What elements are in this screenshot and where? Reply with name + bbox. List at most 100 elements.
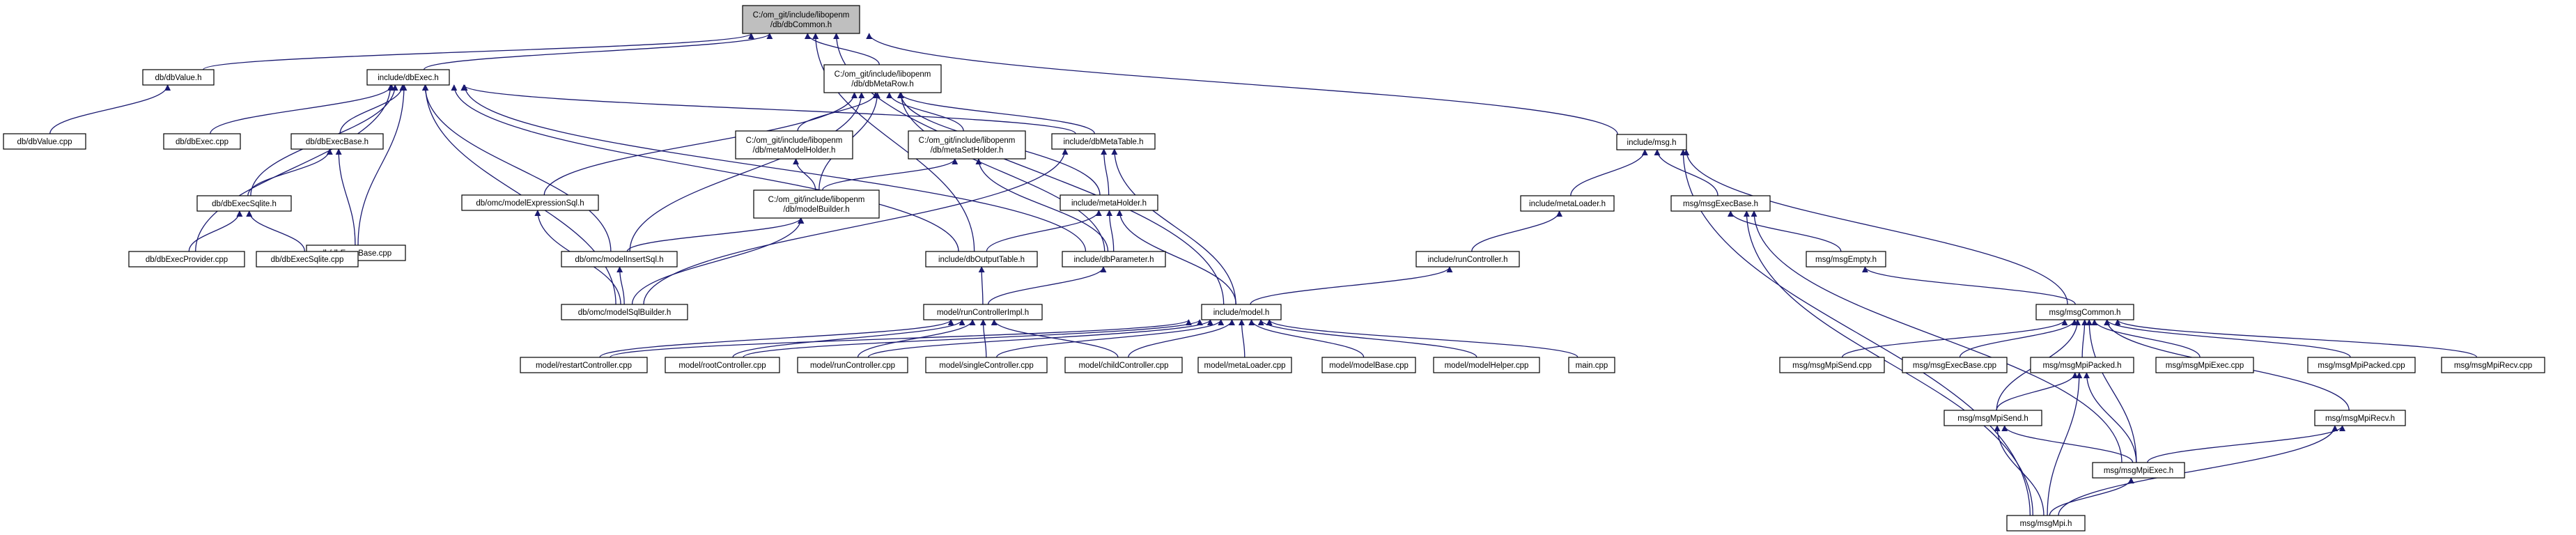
- edge-line: [626, 217, 804, 252]
- node-label: C:/om_git/include/libopenm: [768, 196, 865, 204]
- node-metaSetHolder[interactable]: C:/om_git/include/libopenm/db/metaSetHol…: [908, 130, 1026, 160]
- node-label: model/modelHelper.cpp: [1445, 362, 1529, 370]
- node-childCtrl[interactable]: model/childController.cpp: [1064, 357, 1183, 373]
- node-runControllerH[interactable]: include/runController.h: [1415, 251, 1520, 268]
- node-insertSql[interactable]: db/omc/modelInsertSql.h: [561, 251, 678, 268]
- node-metaHolder[interactable]: include/metaHolder.h: [1060, 194, 1158, 211]
- edge-dbMetaRow-to-dbMetaTable: [897, 92, 1095, 134]
- node-label: include/metaLoader.h: [1529, 200, 1606, 208]
- node-modelBaseCpp[interactable]: model/modelBase.cpp: [1321, 357, 1416, 373]
- node-modelHelperCpp[interactable]: model/modelHelper.cpp: [1433, 357, 1540, 373]
- edge-msgExecBaseH-to-msgMpiExecH: [1751, 210, 2123, 463]
- edge-runControllerImpl-to-runCtrlCpp: [857, 319, 976, 358]
- node-modelH[interactable]: include/model.h: [1201, 304, 1282, 320]
- node-box: [461, 194, 599, 211]
- node-metaLoaderH[interactable]: include/metaLoader.h: [1520, 195, 1615, 212]
- node-msgMpiSendCpp[interactable]: msg/msgMpiSend.cpp: [1779, 357, 1885, 373]
- node-dbExecBaseH[interactable]: db/dbExecBase.h: [290, 133, 384, 150]
- node-label: include/model.h: [1213, 309, 1270, 317]
- node-msgMpiRecvH[interactable]: msg/msgMpiRecv.h: [2314, 410, 2406, 426]
- node-msgMpiExecH[interactable]: msg/msgMpiExec.h: [2092, 462, 2185, 479]
- edge-dbMetaTable-to-metaHolder: [1101, 148, 1110, 196]
- edge-layer: [49, 33, 2478, 516]
- node-metaLoaderCpp[interactable]: model/metaLoader.cpp: [1197, 357, 1292, 373]
- edge-line: [898, 92, 1105, 252]
- edge-line: [210, 84, 395, 134]
- edge-line: [460, 84, 1076, 134]
- edge-line: [357, 84, 408, 246]
- edge-msgEmptyH-to-msgCommonH: [1862, 266, 2076, 305]
- edge-line: [2049, 477, 2134, 516]
- edge-runControllerH-to-modelH: [1250, 266, 1453, 305]
- node-dbOutputTable[interactable]: include/dbOutputTable.h: [925, 251, 1038, 268]
- edge-line: [975, 158, 1109, 252]
- node-label: msg/msgMpiExec.h: [2104, 467, 2173, 475]
- edge-msgMpiPackedH-to-msgMpiSendH: [1996, 372, 2079, 411]
- node-msgExecBaseH[interactable]: msg/msgExecBase.h: [1670, 195, 1771, 212]
- node-label: main.cpp: [1576, 362, 1608, 370]
- edge-line: [857, 319, 976, 358]
- node-dbExecSqliteH[interactable]: db/dbExecSqlite.h: [196, 195, 292, 212]
- node-dbExecSqliteCpp[interactable]: db/dbExecSqlite.cpp: [256, 251, 359, 268]
- edge-runControllerImpl-to-singleCtrl: [979, 319, 987, 358]
- node-metaModelHolder[interactable]: C:/om_git/include/libopenm/db/metaModelH…: [735, 130, 853, 160]
- node-msgMpiPackedH[interactable]: msg/msgMpiPacked.h: [2030, 357, 2134, 373]
- node-dbValueH[interactable]: db/dbValue.h: [142, 69, 215, 86]
- node-msgMpiRecvCpp[interactable]: msg/msgMpiRecv.cpp: [2441, 357, 2545, 373]
- node-dbExecProviderCpp[interactable]: db/dbExecProvider.cpp: [128, 251, 245, 268]
- node-dbValueCpp[interactable]: db/dbValue.cpp: [3, 133, 86, 150]
- node-msgMpiH[interactable]: msg/msgMpi.h: [2006, 515, 2086, 532]
- node-box: [2092, 462, 2185, 479]
- node-runControllerImpl[interactable]: model/runControllerImpl.h: [923, 304, 1043, 320]
- edge-msgMpiPackedH-to-msgMpiH: [2047, 372, 2083, 516]
- node-msgMpiSendH[interactable]: msg/msgMpiSend.h: [1943, 410, 2042, 426]
- edge-line: [203, 33, 754, 70]
- edge-metaHolder-to-dbParameter: [1106, 210, 1115, 252]
- edge-line: [1471, 210, 1563, 252]
- edge-modelH-to-singleCtrl: [995, 319, 1225, 358]
- node-modelBuilder[interactable]: C:/om_git/include/libopenm/db/modelBuild…: [753, 189, 880, 219]
- node-dbMetaRow[interactable]: C:/om_git/include/libopenm/db/dbMetaRow.…: [823, 64, 942, 93]
- node-dbParameter[interactable]: include/dbParameter.h: [1062, 251, 1166, 268]
- node-label: db/dbValue.h: [155, 74, 202, 82]
- node-singleCtrl[interactable]: model/singleController.cpp: [925, 357, 1048, 373]
- node-msgH[interactable]: include/msg.h: [1616, 134, 1687, 150]
- node-box: [1616, 134, 1687, 150]
- node-box: [742, 5, 860, 34]
- node-box: [1779, 357, 1885, 373]
- edge-line: [1727, 210, 1842, 252]
- edge-line: [866, 33, 1618, 135]
- node-label: model/modelBase.cpp: [1329, 362, 1409, 370]
- edge-metaModelHolder-to-modelBuilder: [793, 158, 816, 191]
- node-msgMpiExecCpp[interactable]: msg/msgMpiExec.cpp: [2155, 357, 2254, 373]
- edge-dbMetaTable-to-modelH: [1111, 148, 1236, 305]
- edge-metaHolder-to-modelH: [1116, 210, 1237, 305]
- edge-metaSetHolder-to-modelBuilder: [821, 158, 959, 191]
- node-box: [797, 357, 908, 373]
- node-expressionSql[interactable]: db/omc/modelExpressionSql.h: [461, 194, 599, 211]
- edge-line: [2001, 425, 2134, 463]
- edge-modelH-to-childCtrl: [1128, 319, 1235, 358]
- edge-metaHolder-to-dbOutputTable: [986, 210, 1102, 252]
- node-box: [925, 357, 1048, 373]
- node-rootCtrl[interactable]: model/rootController.cpp: [665, 357, 780, 373]
- node-msgCommonH[interactable]: msg/msgCommon.h: [2035, 304, 2134, 320]
- node-dbExecH[interactable]: include/dbExec.h: [366, 69, 450, 86]
- node-sqlBuilder[interactable]: db/omc/modelSqlBuilder.h: [561, 304, 688, 320]
- node-restartCtrl[interactable]: model/restartController.cpp: [520, 357, 648, 373]
- node-msgExecBaseCpp[interactable]: msg/msgExecBase.cpp: [1902, 357, 2008, 373]
- node-box: [520, 357, 648, 373]
- node-dbCommon[interactable]: C:/om_git/include/libopenm/db/dbCommon.h: [742, 5, 860, 34]
- edge-line: [1106, 210, 1115, 252]
- node-mainCpp[interactable]: main.cpp: [1568, 357, 1615, 373]
- node-dbMetaTable[interactable]: include/dbMetaTable.h: [1051, 133, 1156, 150]
- node-msgMpiPackedCpp[interactable]: msg/msgMpiPacked.cpp: [2307, 357, 2416, 373]
- edge-line: [743, 319, 1203, 358]
- node-msgEmptyH[interactable]: msg/msgEmpty.h: [1806, 251, 1886, 268]
- node-label: model/childController.cpp: [1078, 362, 1168, 370]
- node-runCtrlCpp[interactable]: model/runController.cpp: [797, 357, 908, 373]
- node-label: msg/msgExecBase.cpp: [1913, 362, 1996, 370]
- edge-dbExecH-to-dbExecCpp: [210, 84, 395, 134]
- node-label: include/runController.h: [1427, 256, 1507, 264]
- node-dbExecCpp[interactable]: db/dbExec.cpp: [163, 133, 241, 150]
